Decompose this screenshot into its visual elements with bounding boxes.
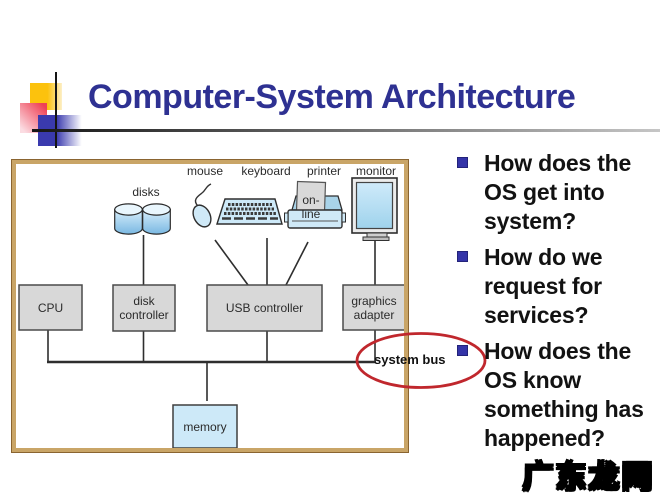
memory-box — [172, 404, 238, 449]
bullet-text: How does the OS know something has happe… — [484, 338, 644, 451]
watermark: 广东龙网 — [522, 460, 655, 495]
page-title: Computer-System Architecture — [88, 78, 576, 116]
system-bus-label: system bus — [374, 352, 446, 367]
cpu-label: CPU — [37, 300, 64, 315]
disks-icon — [114, 203, 171, 235]
mouse-icon — [192, 183, 212, 228]
disk-controller-label: disk controller — [119, 294, 169, 322]
mouse-label: mouse — [186, 164, 224, 178]
title-rule — [32, 129, 660, 132]
decoration-vertical-line — [55, 72, 57, 148]
disk-controller-box — [112, 284, 176, 332]
usb-controller-box — [206, 284, 323, 332]
architecture-diagram: disks mouse keyboard printer monitor on-… — [12, 160, 408, 452]
printer-online-label: on-line — [301, 193, 321, 221]
graphics-adapter-box — [342, 284, 406, 331]
printer-icon — [284, 180, 346, 229]
bullet-item: How do we request for services? — [440, 243, 666, 330]
bullet-square-icon — [457, 251, 468, 262]
bullet-list: How does the OS get into system? How do … — [440, 149, 666, 460]
bullet-square-icon — [457, 345, 468, 356]
usb-controller-label: USB controller — [225, 301, 304, 315]
keyboard-icon — [216, 198, 283, 225]
bullet-item: How does the OS get into system? — [440, 149, 666, 236]
monitor-icon — [351, 177, 398, 241]
bullet-text: How do we request for services? — [484, 244, 603, 328]
keyboard-label: keyboard — [241, 164, 291, 178]
bullet-item: How does the OS know something has happe… — [440, 337, 666, 453]
memory-label: memory — [183, 419, 227, 434]
cpu-box — [18, 284, 83, 331]
bullet-text: How does the OS get into system? — [484, 150, 632, 234]
bullet-square-icon — [457, 157, 468, 168]
monitor-label: monitor — [355, 164, 397, 178]
diagram-canvas — [18, 177, 406, 449]
graphics-adapter-label: graphics adapter — [351, 293, 397, 322]
disks-label: disks — [132, 185, 160, 199]
printer-label: printer — [306, 164, 342, 178]
